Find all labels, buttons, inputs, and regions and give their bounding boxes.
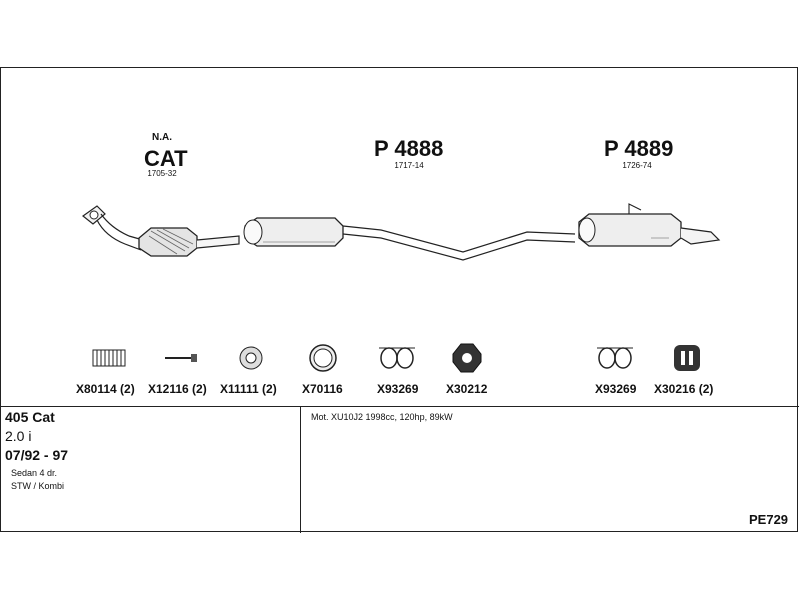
vehicle-body-type: STW / Kombi — [11, 481, 65, 491]
cat-label: CAT — [144, 146, 188, 171]
accessory-label: X80114 (2) — [76, 382, 135, 396]
front-silencer-code: 1717-14 — [394, 161, 424, 170]
front-silencer — [243, 217, 344, 247]
diagram-code: PE729 — [749, 512, 789, 527]
exhaust-system-diagram — [82, 203, 721, 373]
bolt-icon — [165, 354, 197, 362]
rear-silencer — [578, 203, 721, 247]
accessory-label: X30216 (2) — [654, 382, 714, 396]
rear-silencer-code: 1726-74 — [622, 161, 652, 170]
horizontal-divider — [1, 406, 799, 407]
vehicle-engine: 2.0 i — [5, 428, 32, 444]
cat-code: 1705-32 — [147, 169, 177, 178]
front-silencer-label: P 4888 — [374, 136, 444, 161]
spring-icon — [92, 349, 126, 367]
catalytic-converter — [138, 227, 240, 257]
accessory-label: X93269 — [595, 382, 637, 396]
gasket-ring-icon — [239, 346, 263, 370]
motor-info: Mot. XU10J2 1998cc, 120hp, 89kW — [311, 412, 453, 422]
hanger-icon — [674, 345, 700, 371]
accessory-label: X70116 — [302, 382, 343, 396]
clamp-icon — [379, 347, 415, 369]
accessory-label: X30212 — [446, 382, 488, 396]
exhaust-parts-sheet: N.A. CAT 1705-32 P 4888 1717-14 P 4889 1… — [0, 67, 799, 533]
vertical-divider — [300, 406, 301, 533]
rubber-mount-icon — [452, 343, 482, 373]
vehicle-body-type: Sedan 4 dr. — [11, 468, 58, 478]
manifold-flange — [82, 205, 144, 251]
vehicle-years: 07/92 - 97 — [5, 447, 69, 463]
accessory-label: X11111 (2) — [220, 382, 277, 396]
seal-ring-icon — [309, 344, 337, 372]
clamp-icon — [597, 347, 633, 369]
cat-note: N.A. — [152, 132, 172, 143]
accessory-label: X93269 — [377, 382, 419, 396]
vehicle-model: 405 Cat — [5, 409, 55, 425]
accessory-label: X12116 (2) — [148, 382, 207, 396]
intermediate-pipe — [342, 225, 576, 261]
rear-silencer-label: P 4889 — [604, 136, 674, 161]
